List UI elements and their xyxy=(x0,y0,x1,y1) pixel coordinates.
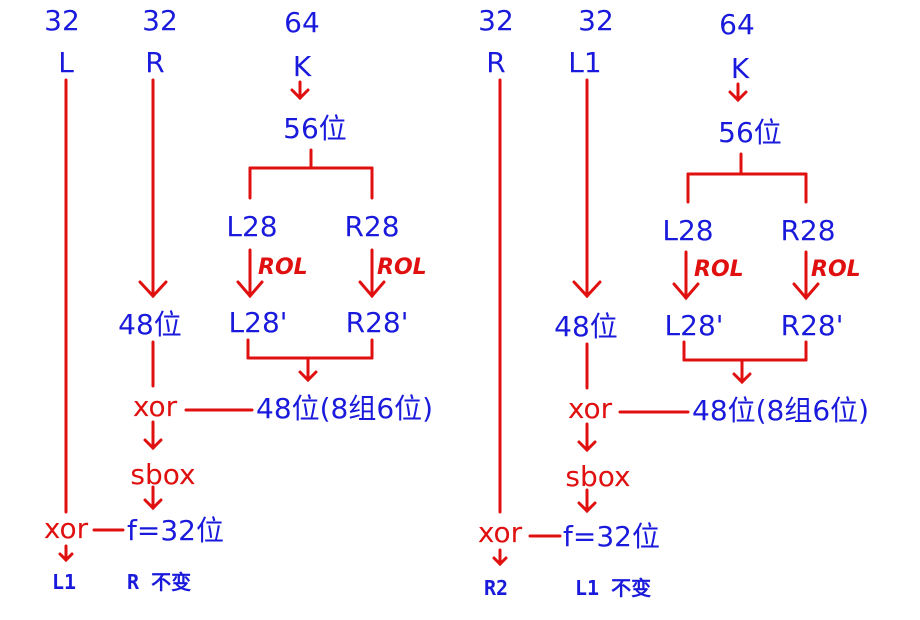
xor-to-out-arrowhead xyxy=(58,552,74,563)
subkey-48-label: 48位(8组6位) xyxy=(256,392,433,425)
merge-arrowhead xyxy=(298,370,318,383)
output-right-label: R 不变 xyxy=(127,570,191,594)
left-bits-label: 32 xyxy=(44,4,80,37)
round-2: 32 R 32 L1 64 K 56位 L28 R28 ROL ROL L28'… xyxy=(478,4,869,600)
left-half-label: L xyxy=(58,46,74,79)
left-bits-label: 32 xyxy=(478,4,514,37)
r28-label: R28 xyxy=(780,214,835,247)
subkey-48-label: 48位(8组6位) xyxy=(692,394,869,427)
round-1-connectors xyxy=(58,78,386,563)
key-56-label: 56位 xyxy=(283,112,347,145)
sbox-to-f-arrowhead xyxy=(577,501,597,514)
key-label: K xyxy=(731,52,750,85)
r28-label: R28 xyxy=(344,210,399,243)
output-right-label: L1 不变 xyxy=(575,576,651,600)
sbox-label: sbox xyxy=(565,460,630,493)
l28-rol-arrowhead xyxy=(672,282,700,301)
expansion-48-label: 48位 xyxy=(118,308,182,341)
sbox-to-f-arrowhead xyxy=(143,498,163,511)
l28-rol-label: ROL xyxy=(694,257,744,282)
l28-label: L28 xyxy=(226,210,277,243)
xor-left-label: xor xyxy=(44,512,89,545)
xor-subkey-label: xor xyxy=(133,390,178,423)
r28-prime-label: R28' xyxy=(781,309,844,342)
merge-arrowhead xyxy=(732,372,752,385)
key-bits-label: 64 xyxy=(284,6,320,39)
sbox-label: sbox xyxy=(130,458,195,491)
left-half-label: R xyxy=(486,46,505,79)
f-output-label: f=32位 xyxy=(563,520,660,553)
key-56-label: 56位 xyxy=(718,116,782,149)
right-half-arrowhead xyxy=(138,280,168,299)
key-bits-label: 64 xyxy=(719,8,755,41)
key-label: K xyxy=(293,50,312,83)
l28-label: L28 xyxy=(662,214,713,247)
l28-rol-arrowhead xyxy=(236,280,264,299)
f-output-label: f=32位 xyxy=(127,514,224,547)
l28-prime-label: L28' xyxy=(229,306,288,339)
l28-prime-label: L28' xyxy=(665,309,724,342)
key-arrowhead xyxy=(728,90,748,103)
xor-subkey-label: xor xyxy=(568,392,613,425)
right-bits-label: 32 xyxy=(578,4,614,37)
l28-rol-label: ROL xyxy=(258,255,308,280)
xor-to-sbox-arrowhead xyxy=(577,440,597,453)
r28-rol-arrowhead xyxy=(358,280,386,299)
r28-prime-label: R28' xyxy=(346,306,409,339)
right-half-label: R xyxy=(145,46,164,79)
output-left-label: R2 xyxy=(484,576,508,600)
right-half-arrowhead xyxy=(572,280,602,299)
round-2-connectors xyxy=(492,78,820,567)
r28-rol-label: ROL xyxy=(811,257,861,282)
xor-to-sbox-arrowhead xyxy=(143,438,163,451)
output-left-label: L1 xyxy=(52,570,76,594)
expansion-48-label: 48位 xyxy=(554,310,618,343)
right-bits-label: 32 xyxy=(142,4,178,37)
xor-to-out-arrowhead xyxy=(492,556,508,567)
round-1: 32 L 32 R 64 K 56位 L28 R28 ROL ROL L28' … xyxy=(44,4,433,594)
r28-rol-label: ROL xyxy=(377,255,427,280)
key-arrowhead xyxy=(290,88,310,101)
right-half-label: L1 xyxy=(568,46,601,79)
r28-rol-arrowhead xyxy=(792,282,820,301)
xor-left-label: xor xyxy=(478,516,523,549)
